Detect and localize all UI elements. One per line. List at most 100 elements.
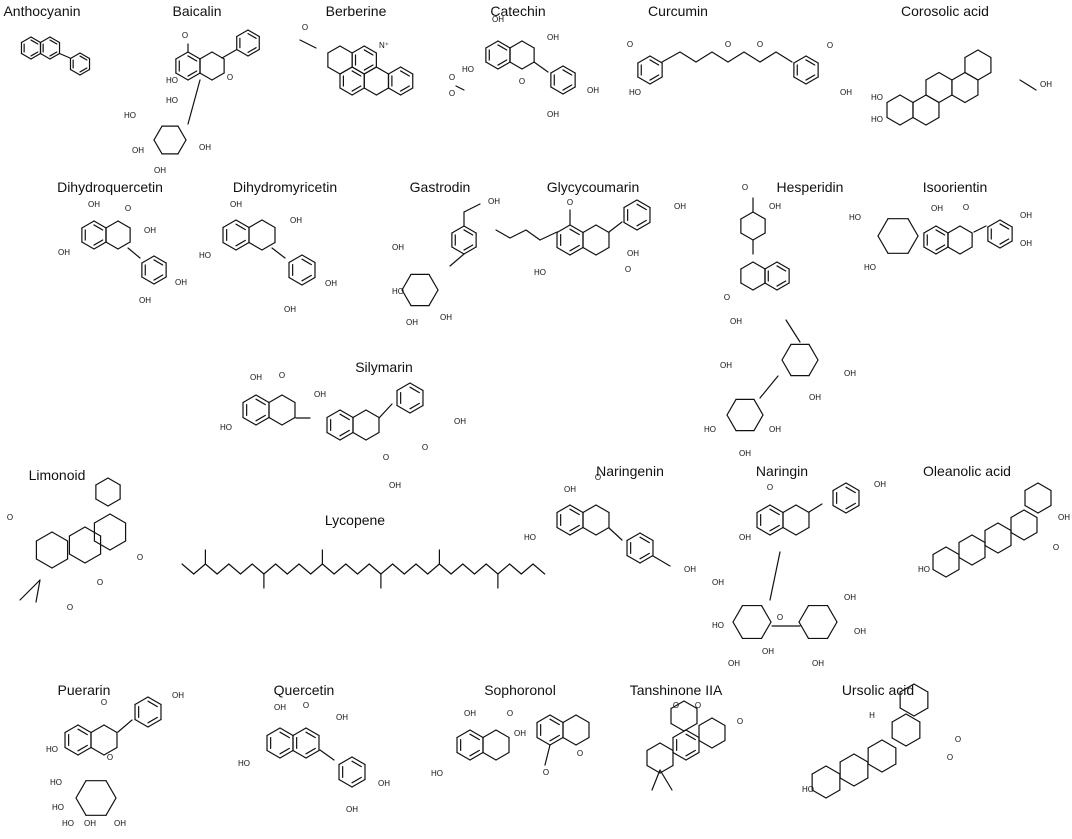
- bond: [401, 289, 412, 307]
- bond: [279, 749, 294, 759]
- bond: [683, 700, 698, 710]
- bond: [562, 86, 576, 95]
- bond: [569, 224, 584, 234]
- bond: [562, 69, 573, 76]
- bond: [582, 246, 597, 256]
- bond: [549, 718, 560, 726]
- bond: [64, 746, 79, 756]
- bond: [351, 66, 365, 75]
- bond: [216, 563, 230, 575]
- bond: [958, 534, 973, 544]
- label-curcumin: Curcumin: [648, 3, 708, 19]
- bond: [339, 87, 353, 96]
- label-dihydroquercetin: Dihydroquercetin: [57, 179, 163, 195]
- bond: [845, 486, 856, 494]
- bond: [35, 558, 53, 569]
- bond: [400, 85, 410, 92]
- bond: [532, 563, 546, 575]
- atom-label: OH: [840, 88, 852, 97]
- bond: [153, 276, 167, 285]
- atom-label: O: [577, 749, 583, 758]
- atom-label: O: [1053, 543, 1059, 552]
- bond: [81, 241, 95, 250]
- bond: [782, 526, 797, 536]
- bond: [839, 777, 855, 787]
- bond: [1024, 482, 1039, 492]
- bond: [79, 52, 91, 60]
- bond: [549, 714, 564, 724]
- bond: [177, 125, 187, 141]
- bond: [90, 724, 105, 734]
- bond: [769, 524, 780, 532]
- bond: [899, 707, 915, 717]
- bond: [685, 733, 696, 741]
- bond: [134, 718, 149, 728]
- bond: [255, 398, 266, 406]
- bond: [211, 72, 225, 81]
- atom-label: N⁺: [379, 41, 389, 50]
- bond: [556, 504, 571, 514]
- bond: [569, 526, 584, 536]
- atom-label: HO: [431, 769, 443, 778]
- atom-label: OH: [389, 481, 401, 490]
- bond: [187, 70, 198, 77]
- bond: [608, 221, 623, 233]
- bond: [938, 94, 953, 104]
- bond: [740, 211, 754, 220]
- atom-label: HO: [62, 819, 74, 828]
- bond: [732, 621, 744, 640]
- bond: [427, 563, 440, 575]
- bond: [301, 276, 316, 286]
- label-limonoid: Limonoid: [28, 467, 86, 483]
- bond: [971, 534, 986, 544]
- bond: [235, 219, 250, 229]
- atom-label: OH: [739, 533, 751, 542]
- bond: [964, 71, 979, 81]
- bond: [756, 526, 771, 536]
- bond: [469, 751, 484, 761]
- bond: [251, 563, 265, 575]
- bond: [221, 49, 237, 59]
- bond: [463, 229, 474, 236]
- bond: [248, 241, 263, 251]
- bond: [239, 563, 253, 575]
- label-ursolic-acid: Ursolic acid: [841, 682, 915, 698]
- atom-label: OH: [454, 417, 466, 426]
- bond: [81, 220, 95, 229]
- bond: [90, 746, 105, 756]
- bond: [626, 532, 641, 542]
- atom-label: O: [449, 89, 455, 98]
- bond: [286, 563, 300, 575]
- structure-lycopene: [181, 549, 546, 589]
- atom-label: OH: [720, 361, 732, 370]
- bond: [79, 55, 88, 61]
- bond: [95, 498, 109, 507]
- bond: [544, 744, 551, 766]
- bond: [117, 241, 131, 250]
- structure-berberine: N⁺OOO: [299, 23, 465, 98]
- bond: [387, 87, 402, 96]
- atom-label: OH: [844, 369, 856, 378]
- bond: [268, 416, 283, 426]
- bond: [327, 45, 341, 54]
- bond: [886, 116, 901, 126]
- bond: [222, 241, 237, 251]
- atom-label: HO: [629, 88, 641, 97]
- bond: [753, 398, 764, 416]
- bond: [785, 319, 801, 343]
- bond: [93, 241, 107, 250]
- bond: [832, 482, 847, 492]
- atom-label: O: [955, 735, 961, 744]
- bond: [947, 246, 961, 255]
- bond: [977, 49, 992, 59]
- bond: [375, 87, 390, 96]
- bond: [247, 48, 260, 57]
- bond: [877, 235, 889, 254]
- bond: [68, 553, 86, 564]
- bond: [242, 416, 257, 426]
- bond: [997, 544, 1012, 554]
- bond: [147, 696, 162, 706]
- bond: [438, 563, 452, 575]
